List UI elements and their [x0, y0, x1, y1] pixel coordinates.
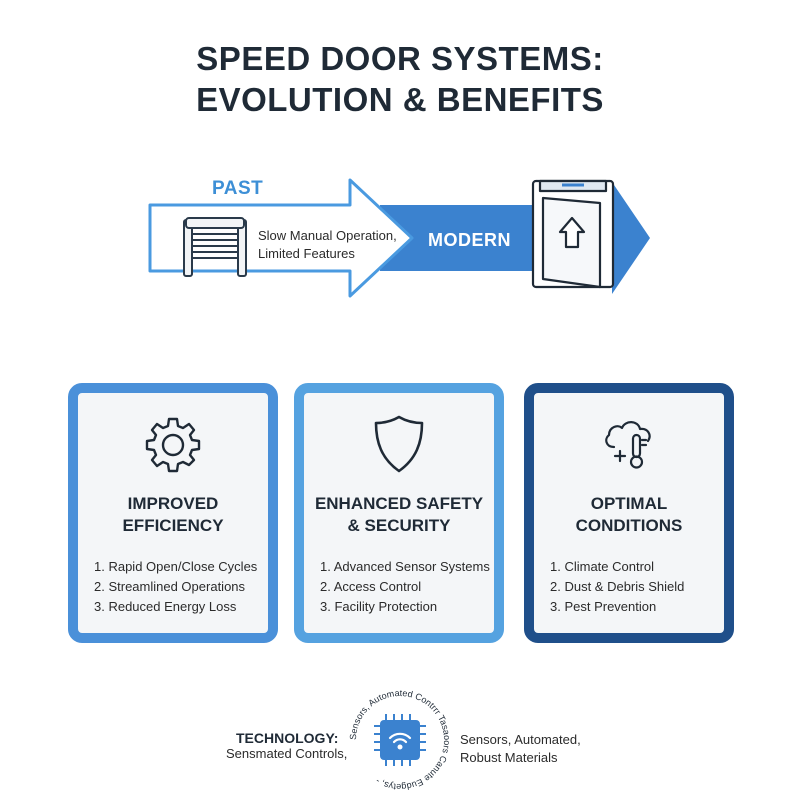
- technology-label: TECHNOLOGY:: [236, 730, 339, 746]
- past-desc-line-1: Slow Manual Operation,: [258, 228, 397, 243]
- card-title: ENHANCED SAFETY & SECURITY: [304, 493, 494, 537]
- list-item: 2. Streamlined Operations: [94, 579, 246, 594]
- card-title-line-2: EFFICIENCY: [122, 516, 224, 535]
- card-title-line-1: IMPROVED: [127, 494, 219, 513]
- past-desc-line-2: Limited Features: [258, 246, 355, 261]
- card-title: IMPROVED EFFICIENCY: [78, 493, 268, 537]
- cloud-thermometer-icon: [534, 413, 724, 475]
- title-line-1: SPEED DOOR SYSTEMS:: [196, 40, 604, 77]
- past-label: PAST: [212, 178, 264, 199]
- list-item: 2. Dust & Debris Shield: [550, 579, 685, 594]
- list-item: 3. Pest Prevention: [550, 599, 657, 614]
- card-title-line-2: & SECURITY: [347, 516, 451, 535]
- list-item: 1. Climate Control: [550, 559, 655, 574]
- list-item: 2. Access Control: [320, 579, 422, 594]
- technology-badge: Sensors, Automated Contrrr Tasaoors Canu…: [340, 680, 460, 800]
- card-title-line-1: OPTIMAL: [590, 494, 668, 513]
- card-title-line-1: ENHANCED SAFETY: [314, 494, 484, 513]
- benefit-card-efficiency: IMPROVED EFFICIENCY 1. Rapid Open/Close …: [68, 383, 278, 643]
- evolution-banner: [0, 170, 800, 310]
- technology-left-text: Sensmated Controls,: [226, 746, 348, 761]
- technology-right-text: Sensors, Automated, Robust Materials: [460, 731, 581, 767]
- modern-label: MODERN: [428, 230, 511, 250]
- page-title: SPEED DOOR SYSTEMS: EVOLUTION & BENEFITS: [0, 38, 800, 120]
- benefit-list: 1. Advanced Sensor Systems 2. Access Con…: [320, 557, 496, 617]
- benefit-list: 1. Rapid Open/Close Cycles 2. Streamline…: [94, 557, 270, 617]
- chip-icon: [374, 714, 426, 766]
- gear-icon: [78, 413, 268, 475]
- benefit-list: 1. Climate Control 2. Dust & Debris Shie…: [550, 557, 726, 617]
- benefit-card-safety: ENHANCED SAFETY & SECURITY 1. Advanced S…: [294, 383, 504, 643]
- list-item: 1. Rapid Open/Close Cycles: [94, 559, 258, 574]
- list-item: 1. Advanced Sensor Systems: [320, 559, 490, 574]
- past-description: Slow Manual Operation, Limited Features: [258, 227, 408, 263]
- benefit-card-conditions: OPTIMAL CONDITIONS 1. Climate Control 2.…: [524, 383, 734, 643]
- title-line-2: EVOLUTION & BENEFITS: [196, 81, 604, 118]
- modern-door-icon: [531, 179, 615, 289]
- technology-right-line-2: Robust Materials: [460, 750, 558, 765]
- card-title: OPTIMAL CONDITIONS: [534, 493, 724, 537]
- technology-right-line-1: Sensors, Automated,: [460, 732, 581, 747]
- shutter-door-icon: [183, 217, 247, 277]
- list-item: 3. Facility Protection: [320, 599, 438, 614]
- shield-icon: [304, 413, 494, 475]
- list-item: 3. Reduced Energy Loss: [94, 599, 237, 614]
- evolution-arrows: [148, 178, 650, 298]
- card-title-line-2: CONDITIONS: [575, 516, 683, 535]
